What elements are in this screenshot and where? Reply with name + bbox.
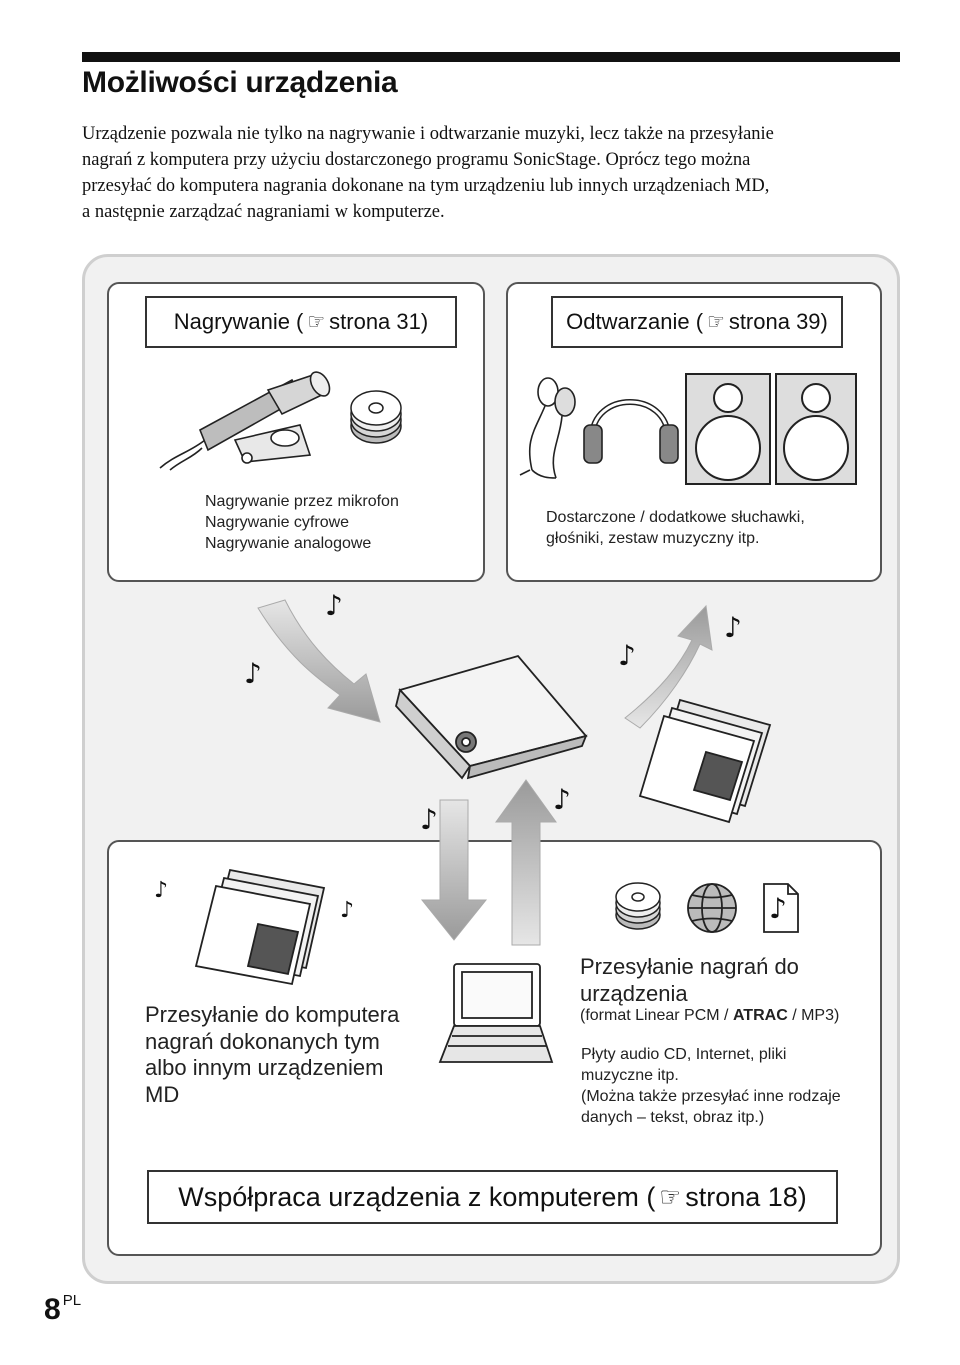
md-discs-icon bbox=[194, 868, 326, 986]
pc-cooperation-label-box: Współpraca urządzenia z komputerem ( ☞ s… bbox=[147, 1170, 838, 1224]
playback-page-ref[interactable]: strona 39) bbox=[728, 309, 828, 334]
title-rule bbox=[82, 52, 900, 62]
transfer-to-device-title: Przesyłanie nagrań do urządzenia bbox=[580, 954, 799, 1007]
music-note-icon: ♪ bbox=[618, 639, 636, 672]
recording-method: Nagrywanie analogowe bbox=[205, 535, 372, 552]
transfer-source-line: muzyczne itp. bbox=[581, 1067, 679, 1084]
transfer-to-pc-line: Przesyłanie do komputera bbox=[145, 1002, 400, 1027]
music-note-icon: ♪ bbox=[340, 898, 355, 923]
page-number-suffix: PL bbox=[62, 1292, 82, 1309]
transfer-to-device-line: Przesyłanie nagrań do bbox=[580, 954, 799, 979]
intro-line: przesyłać do komputera nagrania dokonane… bbox=[82, 176, 770, 196]
playback-device-line: głośniki, zestaw muzyczny itp. bbox=[546, 530, 760, 547]
music-note-icon: ♪ bbox=[154, 878, 169, 903]
playback-label: Odtwarzanie ( bbox=[566, 309, 704, 334]
music-note-icon: ♪ bbox=[420, 803, 438, 836]
transfer-to-pc-line: nagrań dokonanych tym bbox=[145, 1028, 380, 1054]
transfer-to-pc-text: Przesyłanie do komputera nagrań dokonany… bbox=[145, 1002, 399, 1108]
transfer-format: (format Linear PCM / ATRAC / MP3) bbox=[580, 1005, 839, 1026]
arrow-device-to-pc bbox=[420, 799, 488, 941]
recording-label: Nagrywanie ( bbox=[173, 309, 304, 334]
format-suffix: / MP3) bbox=[787, 1007, 840, 1024]
arrow-device-to-playback bbox=[624, 604, 713, 729]
recording-methods: Nagrywanie przez mikrofon Nagrywanie cyf… bbox=[205, 491, 399, 554]
playback-devices: Dostarczone / dodatkowe słuchawki, głośn… bbox=[546, 507, 805, 549]
music-note-icon: ♪ bbox=[769, 892, 787, 925]
pointing-hand-icon: ☞ bbox=[659, 1181, 682, 1213]
recording-page-ref[interactable]: strona 31) bbox=[329, 309, 429, 334]
cd-stack-icon bbox=[615, 882, 661, 930]
earphones-icon bbox=[519, 377, 576, 479]
intro-line: Urządzenie pozwala nie tylko na nagrywan… bbox=[82, 124, 774, 144]
laptop-icon bbox=[438, 963, 554, 1063]
transfer-note-line: (Można także przesyłać inne rodzaje bbox=[581, 1088, 841, 1105]
format-prefix: (format Linear PCM / bbox=[580, 1007, 733, 1024]
playback-device-line: Dostarczone / dodatkowe słuchawki, bbox=[546, 509, 805, 526]
page-number-value: 8 bbox=[44, 1293, 61, 1326]
playback-label-box: Odtwarzanie ( ☞ strona 39) bbox=[551, 296, 843, 348]
globe-icon bbox=[687, 883, 737, 933]
microphone-icon bbox=[159, 371, 331, 471]
music-file-icon bbox=[763, 883, 799, 933]
transfer-to-pc-line: MD bbox=[145, 1081, 180, 1107]
intro-paragraph: Urządzenie pozwala nie tylko na nagrywan… bbox=[82, 121, 882, 225]
intro-line: a następnie zarządzać nagraniami w kompu… bbox=[82, 202, 445, 222]
recording-label-box: Nagrywanie ( ☞ strona 31) bbox=[145, 296, 457, 348]
pointing-hand-icon: ☞ bbox=[307, 309, 326, 335]
music-note-icon: ♪ bbox=[724, 611, 742, 644]
arrow-pc-to-device bbox=[495, 779, 557, 946]
atrac-brand: ATRAC bbox=[732, 1007, 788, 1024]
music-note-icon: ♪ bbox=[553, 783, 571, 816]
pc-cooperation-page-ref[interactable]: strona 18) bbox=[685, 1181, 807, 1212]
headphones-icon bbox=[583, 399, 679, 464]
md-player-icon bbox=[395, 654, 588, 780]
recording-method: Nagrywanie przez mikrofon bbox=[205, 493, 399, 510]
music-note-icon: ♪ bbox=[244, 657, 262, 690]
transfer-source-line: Płyty audio CD, Internet, pliki bbox=[581, 1046, 787, 1063]
transfer-to-pc-line: albo innym urządzeniem bbox=[145, 1055, 384, 1080]
arrow-record-to-device bbox=[257, 599, 381, 723]
page-title: Możliwości urządzenia bbox=[82, 66, 398, 99]
pc-cooperation-label: Współpraca urządzenia z komputerem ( bbox=[178, 1181, 656, 1212]
cd-stack-icon bbox=[350, 390, 402, 444]
transfer-note-line: danych – tekst, obraz itp.) bbox=[581, 1109, 765, 1126]
transfer-to-device-line: urządzenia bbox=[580, 980, 688, 1006]
md-discs-icon bbox=[638, 698, 772, 824]
pointing-hand-icon: ☞ bbox=[707, 309, 725, 335]
speakers-icon bbox=[685, 373, 857, 485]
transfer-sources: Płyty audio CD, Internet, pliki muzyczne… bbox=[581, 1044, 841, 1128]
intro-line: nagrań z komputera przy użyciu dostarczo… bbox=[82, 150, 751, 170]
music-note-icon: ♪ bbox=[325, 589, 343, 622]
recording-method: Nagrywanie cyfrowe bbox=[205, 514, 350, 531]
